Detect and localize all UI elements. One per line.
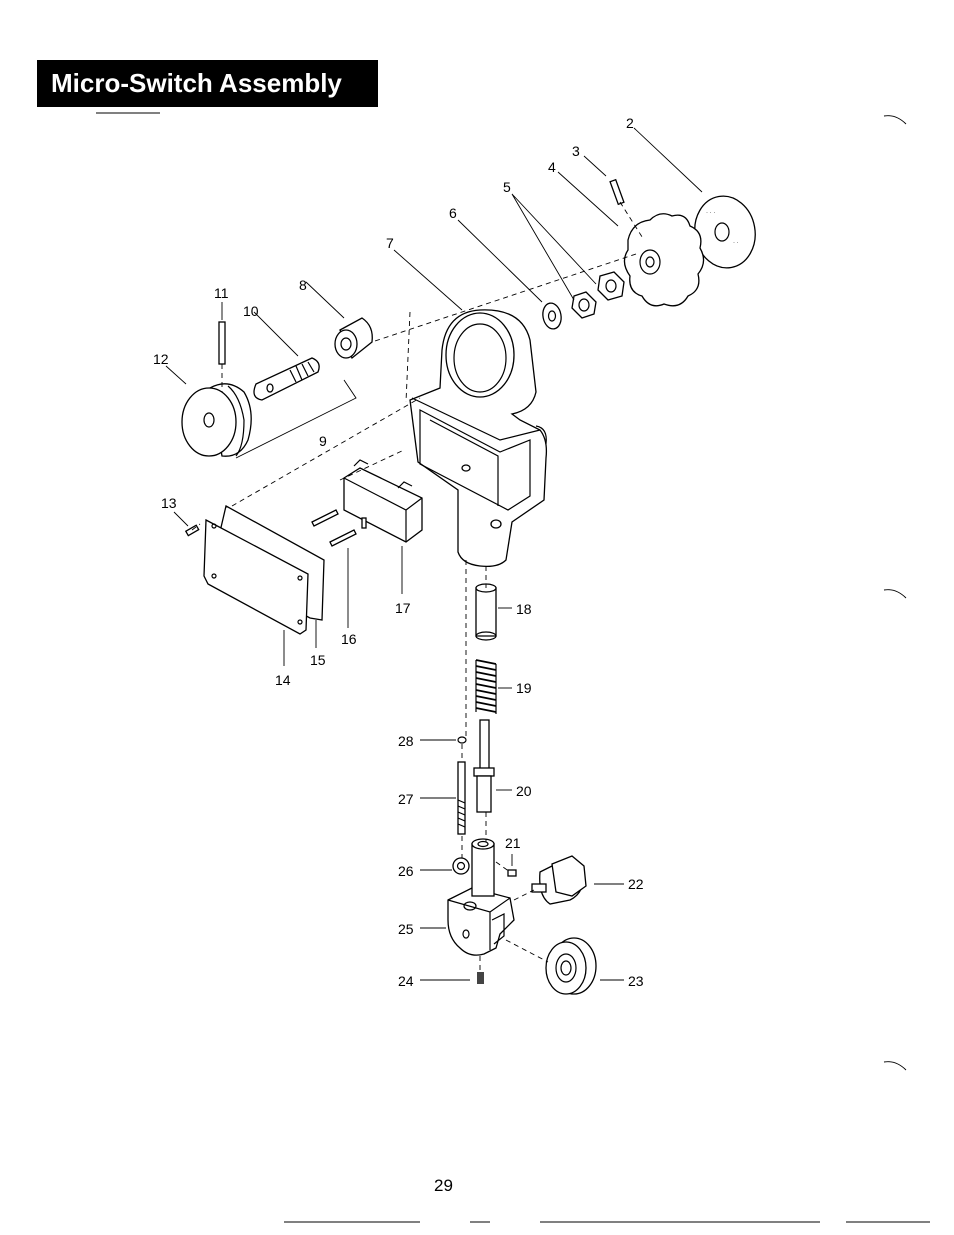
part-16-screws (311, 509, 357, 547)
part-14-cover-plate (203, 518, 309, 635)
part-12-pulley (181, 383, 252, 457)
part-28-o-ring (457, 736, 467, 744)
leader-lines (165, 127, 703, 981)
part-3-pin (609, 178, 625, 206)
part-6-washer (542, 302, 562, 330)
svg-text:· ·: · · (733, 240, 739, 246)
part-21-set-screw (507, 869, 517, 877)
callout-2: 2 (626, 115, 634, 131)
callout-7: 7 (386, 235, 394, 251)
callout-25: 25 (398, 921, 414, 937)
callout-20: 20 (516, 783, 532, 799)
assembly-centerlines (191, 201, 645, 972)
part-23-bearing (545, 937, 597, 995)
callout-19: 19 (516, 680, 532, 696)
page-number: 29 (434, 1176, 453, 1195)
part-4-knob (623, 213, 705, 307)
part-24-set-screw (477, 972, 484, 984)
part-18-sleeve (475, 583, 497, 641)
callout-3: 3 (572, 143, 580, 159)
svg-text:· · ·: · · · (706, 210, 715, 216)
callout-9: 9 (319, 433, 327, 449)
part-5-nuts (571, 271, 625, 319)
title-bar: Micro-Switch Assembly (37, 60, 378, 107)
part-25-yoke (447, 887, 515, 956)
part-22-bearing-stud (531, 855, 587, 905)
callout-26: 26 (398, 863, 414, 879)
page-title: Micro-Switch Assembly (51, 68, 342, 98)
callout-16: 16 (341, 631, 357, 647)
part-8-bushing (334, 317, 373, 360)
part-26-nut (452, 857, 470, 875)
callout-14: 14 (275, 672, 291, 688)
part-17-micro-switch (343, 459, 423, 543)
part-10-shaft (253, 357, 320, 401)
callout-labels: 2 3 4 5 6 7 8 9 10 11 12 13 14 15 16 17 … (153, 115, 644, 989)
part-27-threaded-rod (457, 761, 466, 835)
callout-17: 17 (395, 600, 411, 616)
callout-21: 21 (505, 835, 521, 851)
callout-10: 10 (243, 303, 259, 319)
callout-4: 4 (548, 159, 556, 175)
callout-22: 22 (628, 876, 644, 892)
part-25-post (471, 838, 495, 897)
callout-24: 24 (398, 973, 414, 989)
callout-13: 13 (161, 495, 177, 511)
callout-18: 18 (516, 601, 532, 617)
part-11-pin (218, 321, 226, 365)
part-13-screw (184, 524, 200, 537)
part-19-spring (475, 659, 497, 714)
callout-27: 27 (398, 791, 414, 807)
callout-8: 8 (299, 277, 307, 293)
part-7-housing (409, 309, 548, 568)
part-20-plunger (473, 719, 495, 813)
callout-12: 12 (153, 351, 169, 367)
callout-11: 11 (214, 285, 229, 301)
callout-6: 6 (449, 205, 457, 221)
callout-23: 23 (628, 973, 644, 989)
callout-28: 28 (398, 733, 414, 749)
margin-marks (96, 112, 930, 1223)
callout-15: 15 (310, 652, 326, 668)
part-9-bracket-line (235, 379, 357, 459)
callout-5: 5 (503, 179, 511, 195)
